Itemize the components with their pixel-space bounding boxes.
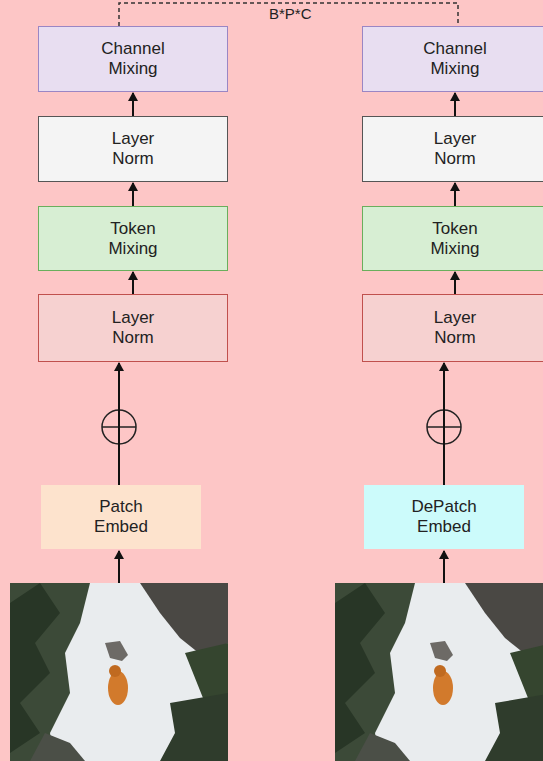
node-label: Layer Norm [93, 129, 173, 169]
node-label: Token Mixing [415, 219, 495, 259]
layer-norm-box: Layer Norm [362, 294, 543, 362]
flow-arrow [454, 183, 456, 206]
node-label: Layer Norm [415, 308, 495, 348]
node-label: Layer Norm [93, 308, 173, 348]
flow-arrow [454, 93, 456, 116]
flow-arrow [132, 183, 134, 206]
layer-norm-box: Layer Norm [38, 116, 228, 182]
flow-arrow [118, 363, 120, 485]
flow-arrow [454, 272, 456, 294]
dimension-label: B*P*C [266, 5, 315, 22]
layer-norm-box: Layer Norm [38, 294, 228, 362]
channel-mixing-box: Channel Mixing [362, 26, 543, 92]
token-mixing-box: Token Mixing [362, 206, 543, 271]
flow-arrow [132, 93, 134, 116]
node-label: Channel Mixing [415, 39, 495, 79]
layer-norm-box: Layer Norm [362, 116, 543, 182]
node-label: Channel Mixing [93, 39, 173, 79]
flow-arrow [443, 363, 445, 485]
patch-embed-box: Patch Embed [41, 485, 201, 549]
node-label: DePatch Embed [404, 497, 484, 537]
channel-mixing-box: Channel Mixing [38, 26, 228, 92]
token-mixing-box: Token Mixing [38, 206, 228, 271]
depatch-embed-box: DePatch Embed [364, 485, 524, 549]
node-label: Layer Norm [415, 129, 495, 169]
flow-arrow [132, 272, 134, 294]
node-label: Token Mixing [93, 219, 173, 259]
node-label: Patch Embed [81, 497, 161, 537]
